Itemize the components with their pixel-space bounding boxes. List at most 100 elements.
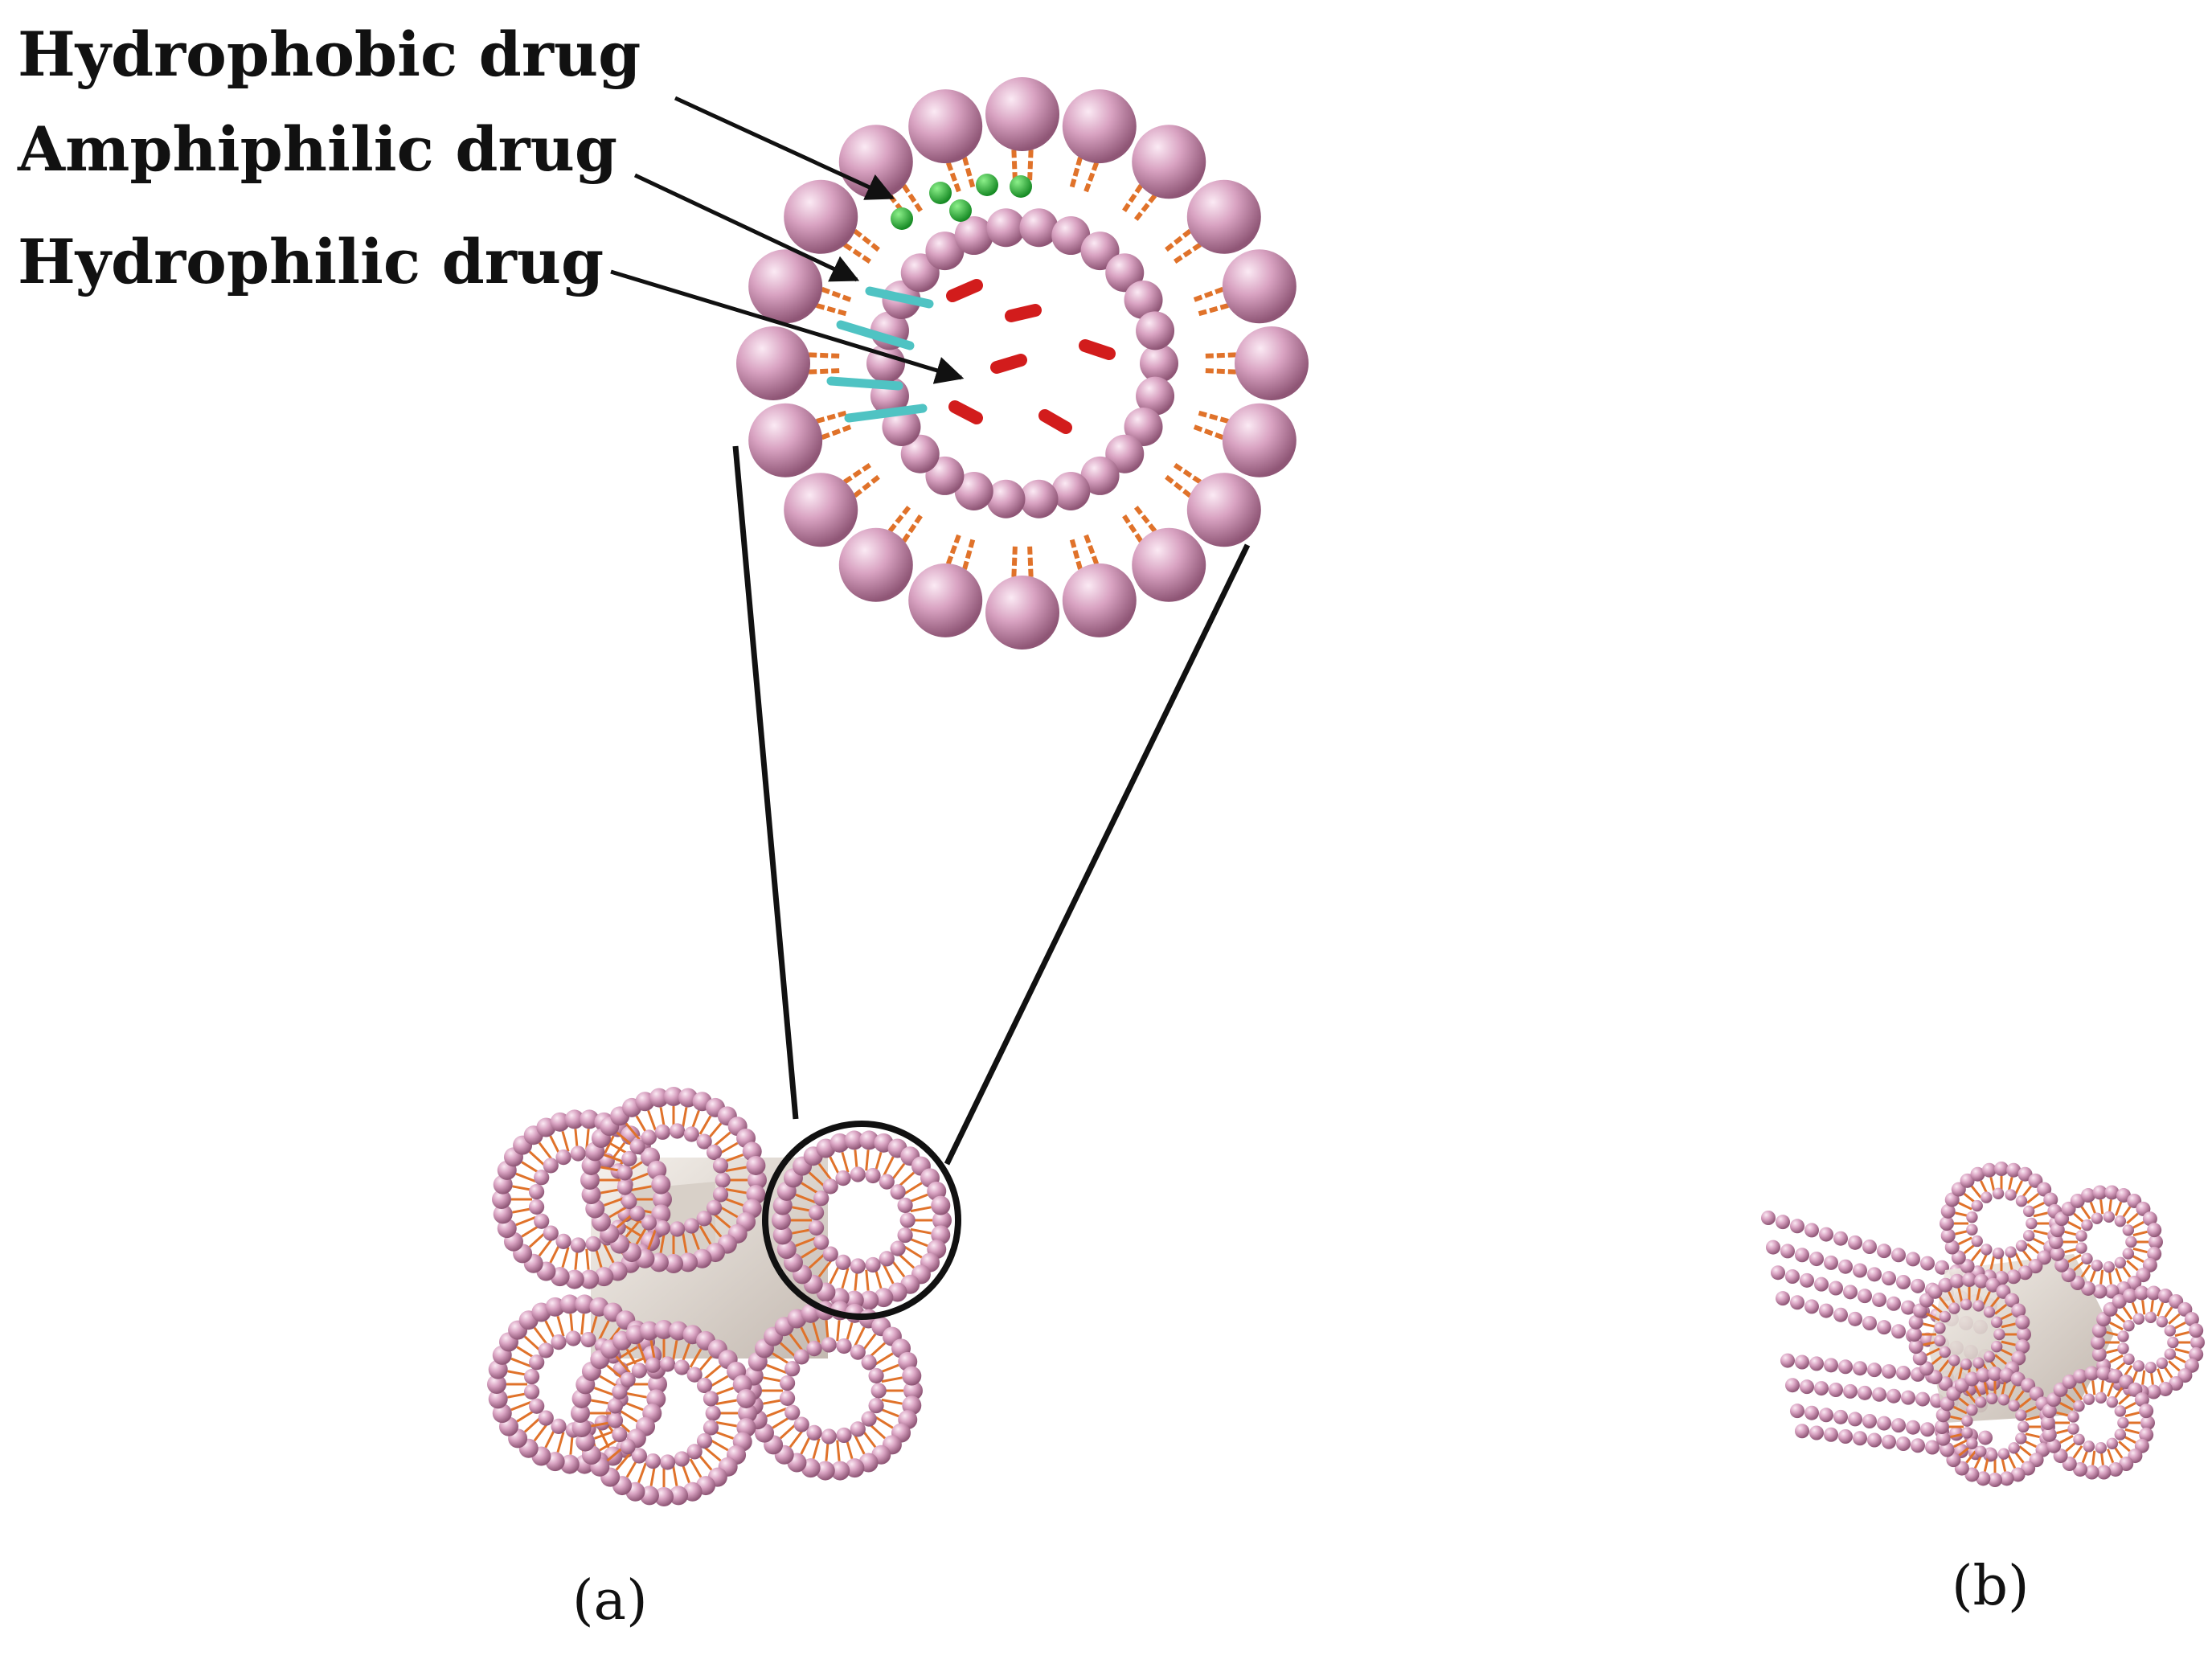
lipid-tail [637, 1462, 647, 1483]
lipid-tail [862, 1333, 877, 1352]
small-liposome [580, 1087, 767, 1273]
lipid-tail [1973, 1384, 1983, 1399]
zoom-line-right [944, 543, 1251, 1166]
tube-lipid-head [1795, 1424, 1809, 1439]
scaffold-b [1761, 1162, 2205, 1487]
tube-lipid-head [1800, 1272, 1814, 1288]
lipid-head [555, 1233, 571, 1249]
lipid-head [2037, 1182, 2052, 1197]
lipid-head-inner [954, 471, 993, 510]
lipid-head [1966, 1437, 1978, 1450]
lipid-head [2017, 1327, 2031, 1342]
lipid-tail [881, 1376, 903, 1383]
hydrophobic-drug [891, 207, 913, 230]
lipid-head-outer [784, 473, 858, 547]
lipid-head [1936, 1408, 1951, 1423]
lipid-head [2190, 1335, 2205, 1350]
tube-lipid-head [1843, 1383, 1858, 1399]
lipid-tail [608, 1205, 629, 1219]
lipid-head [654, 1220, 670, 1236]
tube-lipid-head [1896, 1366, 1911, 1380]
lipid-tail [903, 1182, 923, 1195]
lipid-head [1912, 1350, 1927, 1366]
lipid-head [1986, 1392, 1998, 1404]
lipid-head-inner [1019, 208, 1059, 248]
lipid-head [1949, 1273, 1964, 1289]
lipid-head [784, 1404, 801, 1420]
lipid-tail [671, 1465, 678, 1486]
lipid-head [649, 1088, 669, 1108]
lipid-head [594, 1415, 610, 1431]
lipid-tail [659, 1107, 666, 1129]
lipid-tail [2099, 1199, 2104, 1215]
tube-lipid-head [1809, 1425, 1824, 1440]
lipid-tail [2115, 1201, 2123, 1216]
lipid-head-inner [986, 479, 1026, 518]
lipid-head [2015, 1409, 2027, 1421]
lipid-head [1961, 1415, 1973, 1427]
amphiphilic-drug [844, 404, 928, 423]
tube-lipid-head [1891, 1248, 1906, 1263]
lipid-head [564, 1109, 584, 1129]
lipid-head [2104, 1284, 2120, 1299]
lipid-head [902, 1366, 922, 1386]
lipid-head [1993, 1328, 2005, 1341]
lipid-tail [766, 1363, 787, 1375]
lipid-head [712, 1158, 729, 1174]
lipid-head [793, 1416, 809, 1432]
lipid-head [830, 1461, 850, 1481]
lipid-tail [725, 1166, 747, 1173]
tube-lipid-head [1872, 1292, 1886, 1307]
tube-lipid-head [1780, 1353, 1795, 1368]
lipid-head [2123, 1319, 2135, 1332]
lipid-head [1919, 1361, 1934, 1376]
lipid-tail [549, 1243, 561, 1264]
lipid-tail [854, 1326, 866, 1347]
lipid-tail [580, 1313, 585, 1335]
lipid-tail [1975, 1288, 1981, 1303]
lipid-tail [630, 1185, 652, 1192]
caption-b: (b) [1952, 1555, 2030, 1618]
lipid-tail [812, 1322, 821, 1343]
lipid-tail [2067, 1253, 2082, 1263]
lipid-head [2157, 1289, 2173, 1304]
lipid-head [1940, 1442, 1955, 1457]
tube-lipid-head [1882, 1271, 1896, 1286]
tube-lipid-head [1853, 1263, 1867, 1278]
lipid-head [545, 1297, 565, 1317]
lipid-head [1912, 1303, 1927, 1318]
lipid-head [2095, 1441, 2107, 1454]
tube-lipid-head [1814, 1277, 1829, 1292]
lipid-head [664, 1254, 683, 1273]
lipid-head [808, 1204, 825, 1221]
lipid-tail [2001, 1322, 2016, 1329]
tube-lipid-head [1761, 1211, 1776, 1225]
tube-lipid-head [1819, 1303, 1833, 1318]
lipid-head [1948, 1354, 1960, 1367]
tube-lipid-head [1838, 1259, 1853, 1274]
lipid-head [2146, 1285, 2161, 1301]
lipid-head [2011, 1303, 2026, 1318]
lipid-tail [2132, 1230, 2148, 1237]
lipid-tail [854, 1434, 866, 1455]
lipid-head [835, 1170, 851, 1186]
lipid-head [1966, 1211, 1978, 1223]
lipid-head [1934, 1322, 1946, 1334]
lipid-tail [2059, 1434, 2074, 1444]
lipid-head [538, 1410, 554, 1426]
lipid-head-inner [954, 216, 993, 256]
lipid-head [772, 1211, 791, 1230]
lipid-head [550, 1112, 570, 1132]
lipid-head [639, 1321, 659, 1341]
caption-a: (a) [572, 1569, 648, 1633]
lipid-tail [2091, 1450, 2096, 1465]
lipid-head [581, 1185, 601, 1205]
lipid-tail [1971, 1248, 1982, 1262]
lipid-tail [594, 1387, 615, 1396]
amphiphilic-drug-label: Amphiphilic drug [18, 113, 617, 185]
lipid-head [1961, 1427, 1973, 1439]
lipid-head [2084, 1465, 2099, 1480]
lipid-head-outer [748, 403, 823, 477]
lipid-head [706, 1199, 723, 1216]
lipid-tail [2168, 1360, 2181, 1372]
